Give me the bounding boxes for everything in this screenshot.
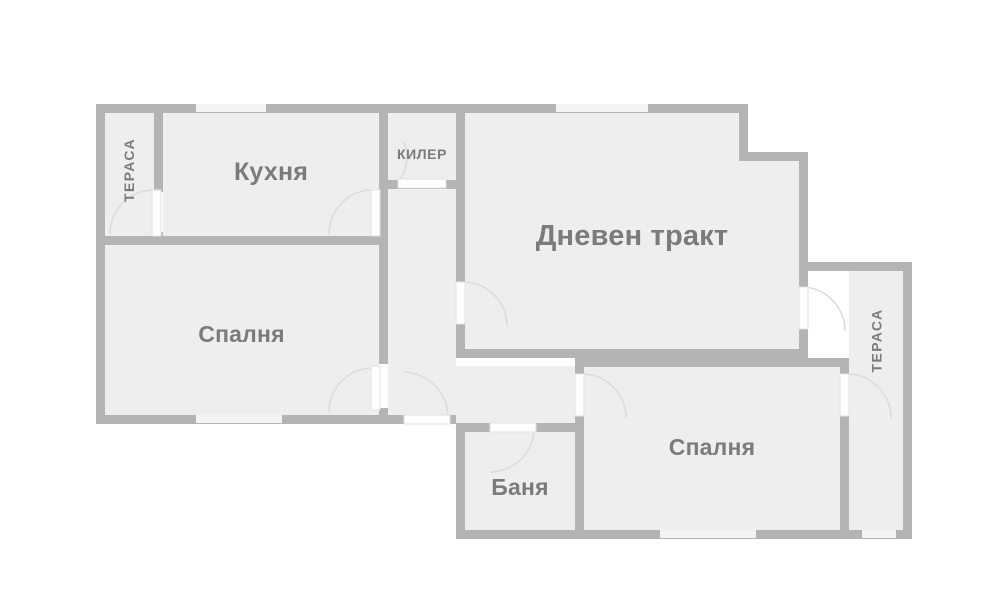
room-label-kitchen: Кухня [233,158,309,186]
wall-living-left-upper [456,104,465,284]
window-bedroom-left-bot [196,415,282,423]
window-kitchen-top [196,104,266,112]
wall-living-left-lower [456,320,465,358]
room-fill-pantry [388,112,456,180]
room-label-living-room: Дневен тракт [535,220,729,252]
door-bathroom [489,422,537,433]
door-pantry [397,178,447,189]
room-label-bathroom: Баня [491,474,549,500]
wall-bedroom-right-top [575,358,849,367]
arc-hall-bottom [403,371,449,417]
wall-bedroom-right-right [840,358,849,539]
door-openings [151,104,896,538]
arc-bedroom-right-hall [583,373,627,419]
wall-terrace-left-divider-upper [154,104,163,192]
door-bedroom-right-terr [839,373,850,417]
room-label-terrace-left: ТЕРАСА [121,137,137,202]
arc-bedroom-right-terr [848,373,892,419]
door-bedroom-right-hall [574,373,585,417]
room-label-bedroom-right: Спалня [668,434,756,460]
room-fill-hallway-foot [456,366,584,423]
wall-kitchen-right-upper [379,104,388,192]
wall-bathroom-bottom [456,530,584,539]
room-fills [104,112,904,538]
arc-terrace-left [109,189,153,235]
arc-bathroom [489,427,535,473]
window-terrace-right-bot [862,530,896,538]
door-hall-bottom [403,414,451,425]
door-bedroom-left-hall [370,365,381,411]
door-living-terrace [798,286,809,330]
wall-living-step-horizontal [739,152,808,161]
door-terrace-left [151,189,162,237]
wall-living-bottom [456,349,808,358]
wall-bedroom-left-right-upper [379,244,388,364]
door-living-hall [455,281,466,325]
wall-living-step-vertical [739,104,748,160]
room-fill-terrace-right [849,270,904,538]
wall-kitchen-bottom [96,236,388,245]
arc-bedroom-left-hall [328,367,372,413]
room-label-terrace-right: ТЕРАСА [868,308,885,373]
arc-kitchen-hall [328,189,372,235]
wall-terrace-right-outer [903,262,912,539]
window-bedroom-right-bot [660,530,756,538]
room-label-bedroom-left: Спалня [198,321,285,347]
room-fill-terrace-left [104,112,154,236]
window-living-top [556,104,648,112]
arc-living-terrace [802,286,846,332]
wall-exterior-top [96,104,748,113]
door-kitchen-hall [370,189,381,237]
wall-exterior-left [96,104,105,424]
room-fill-living-room [465,112,799,357]
wall-bathroom-left [456,423,465,539]
wall-bedroom-left-right-lower [379,408,388,424]
room-fill-kitchen [163,112,379,236]
room-fill-hallway [388,189,456,423]
wall-bathroom-right [575,423,584,539]
room-fill-bedroom-right [584,366,840,538]
arc-living-hall [464,281,508,327]
wall-living-right [799,152,808,267]
room-label-pantry: КИЛЕР [396,146,448,162]
wall-kitchen-right-lower [379,192,388,244]
wall-terrace-right-top [799,262,912,271]
room-fill-bathroom [465,432,575,538]
